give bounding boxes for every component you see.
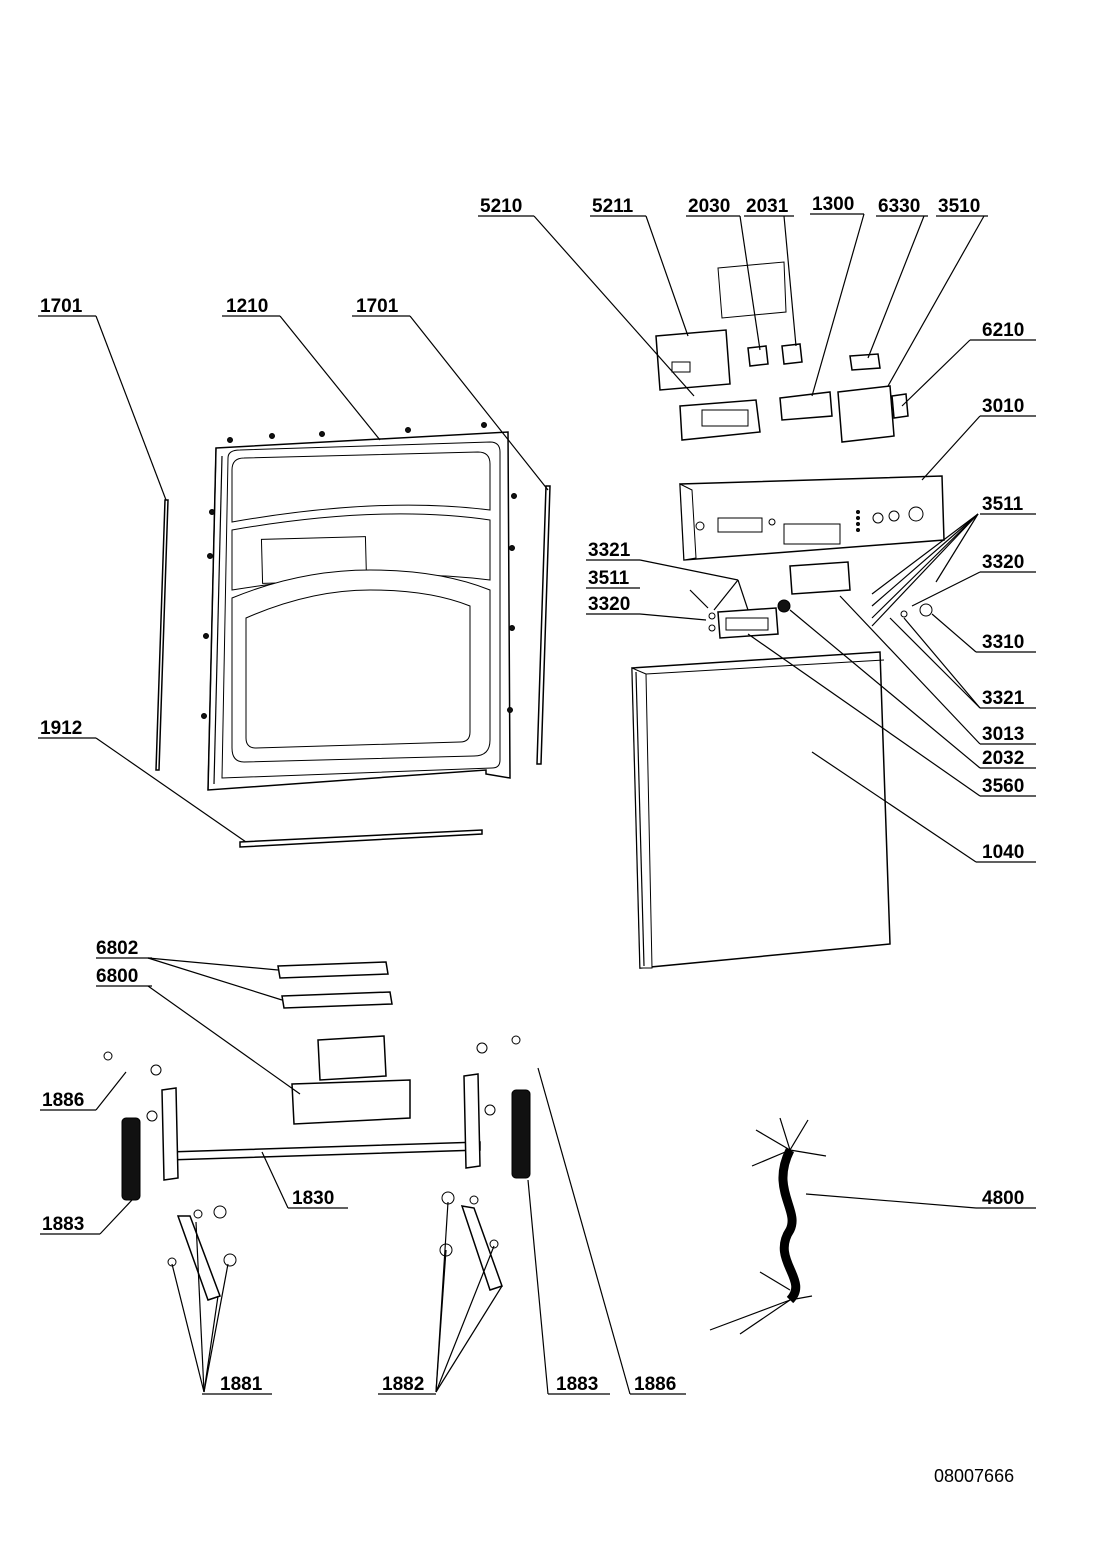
side-seal-right <box>536 485 551 765</box>
label-1886-right: 1886 <box>634 1374 676 1395</box>
hinge-bracket-lower <box>281 991 393 1009</box>
label-6330: 6330 <box>878 196 920 217</box>
label-3560: 3560 <box>982 776 1024 797</box>
spring-right <box>511 1089 531 1179</box>
hinge-arm-left <box>161 1087 179 1181</box>
label-3321-right: 3321 <box>982 688 1025 709</box>
label-3321-left: 3321 <box>588 540 631 561</box>
label-6802: 6802 <box>96 938 138 959</box>
label-3010: 3010 <box>982 396 1024 417</box>
label-1701-left: 1701 <box>40 296 83 317</box>
control-panel <box>679 475 945 561</box>
label-3511-left: 3511 <box>588 568 630 589</box>
label-1883-left: 1883 <box>42 1214 84 1235</box>
wiring-harness <box>709 1117 827 1335</box>
label-1701-right: 1701 <box>356 296 399 317</box>
label-3013: 3013 <box>982 724 1024 745</box>
label-3510: 3510 <box>938 196 980 217</box>
label-1300: 1300 <box>812 194 854 215</box>
label-1830: 1830 <box>292 1188 334 1209</box>
counterbalance-rod <box>167 1141 481 1161</box>
label-1886-left: 1886 <box>42 1090 84 1111</box>
hinge-bracket-upper <box>277 961 389 979</box>
label-5210: 5210 <box>480 196 522 217</box>
control-electronics <box>655 261 933 639</box>
label-6210: 6210 <box>982 320 1024 341</box>
leader-lines <box>38 213 1036 1395</box>
outer-door-panel <box>631 651 891 969</box>
label-5211: 5211 <box>592 196 634 217</box>
label-3320-right: 3320 <box>982 552 1024 573</box>
label-2031: 2031 <box>746 196 789 217</box>
side-seal-left <box>155 499 169 771</box>
document-number: 08007666 <box>934 1466 1014 1486</box>
label-3511-right: 3511 <box>982 494 1024 515</box>
label-1912: 1912 <box>40 718 82 739</box>
bottom-seal <box>239 829 483 848</box>
label-2030: 2030 <box>688 196 730 217</box>
label-1040: 1040 <box>982 842 1024 863</box>
inner-door-panel <box>201 422 517 791</box>
label-1882: 1882 <box>382 1374 424 1395</box>
label-6800: 6800 <box>96 966 138 987</box>
spring-left <box>121 1117 141 1201</box>
label-4800: 4800 <box>982 1188 1024 1209</box>
hinge-arm-right <box>463 1073 481 1169</box>
label-2032: 2032 <box>982 748 1024 769</box>
module-box <box>291 1035 411 1125</box>
label-1881: 1881 <box>220 1374 263 1395</box>
label-1883-right: 1883 <box>556 1374 598 1395</box>
label-1210: 1210 <box>226 296 268 317</box>
label-3320-left: 3320 <box>588 594 630 615</box>
label-3310: 3310 <box>982 632 1024 653</box>
